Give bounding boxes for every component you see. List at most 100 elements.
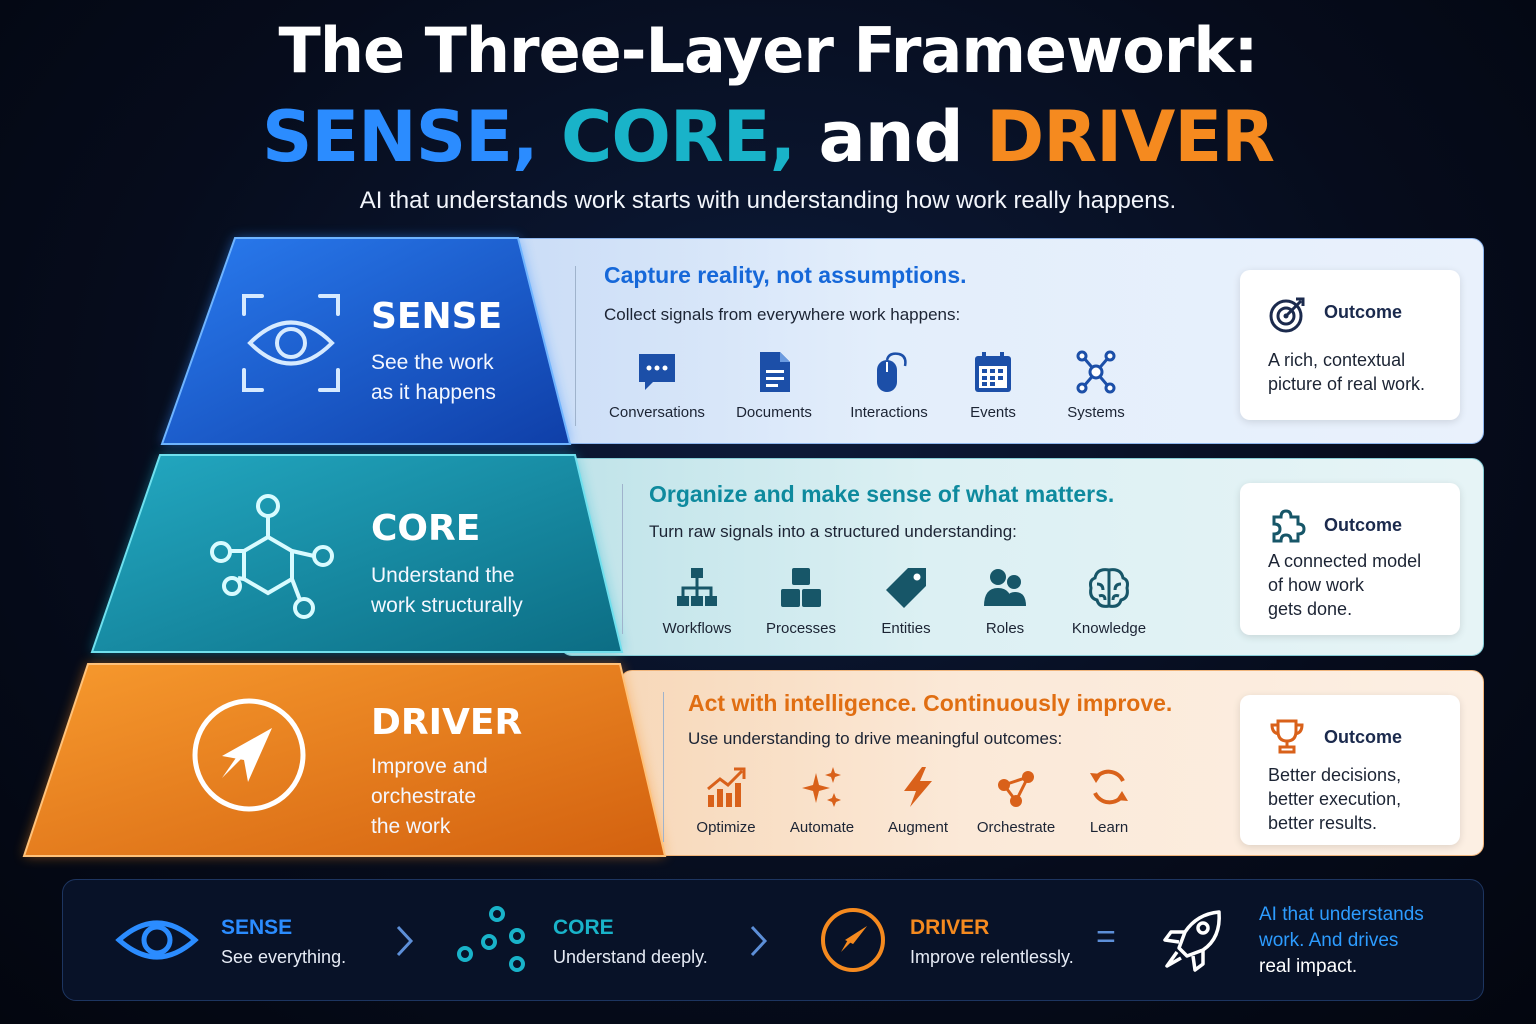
refresh-icon [1090, 769, 1128, 805]
sense-title: SENSE [371, 296, 503, 337]
sense-text: Collect signals from everywhere work hap… [604, 305, 961, 324]
eye-icon [242, 294, 340, 392]
item-label: Optimize [696, 819, 756, 836]
outcome-text: A rich, contextual picture of real work. [1268, 348, 1425, 396]
lightning-icon [904, 767, 932, 807]
outcome-line: A connected model [1268, 551, 1422, 571]
item-label: Interactions [850, 404, 928, 421]
sense-block [160, 237, 572, 445]
sense-desc: See the work as it happens [371, 348, 496, 408]
network-icon [1076, 350, 1116, 394]
sense-heading: Capture reality, not assumptions. [604, 262, 967, 288]
molecule-icon [457, 906, 525, 972]
compass-icon [192, 698, 306, 812]
outcome-line: picture of real work. [1268, 374, 1426, 394]
outcome-line: better results. [1268, 813, 1378, 833]
subtitle: AI that understands work starts with und… [359, 187, 1177, 214]
item-label: Conversations [609, 404, 705, 421]
summary-sense-name: SENSE [221, 916, 293, 939]
sense-outcome-card: Outcome A rich, contextual picture of re… [1240, 270, 1460, 420]
summary-driver-desc: Improve relentlessly. [910, 947, 1074, 967]
outcome-line: A rich, contextual [1268, 350, 1406, 370]
outcome-line: of how work [1268, 575, 1365, 595]
summary-sense-desc: See everything. [221, 947, 347, 967]
compass-icon [821, 908, 885, 972]
item-label: Events [970, 404, 1016, 421]
driver-text: Use understanding to drive meaningful ou… [688, 729, 1063, 748]
target-icon [1269, 297, 1305, 333]
mouse-icon [877, 352, 907, 392]
title-core: CORE [560, 96, 771, 178]
document-icon [760, 352, 790, 392]
core-item-roles: Roles [950, 566, 1060, 637]
title-line-1: The Three-Layer Framework: [278, 14, 1259, 87]
chevron-right-icon [750, 925, 768, 957]
driver-item-automate: Automate [767, 765, 877, 836]
driver-item-learn: Learn [1054, 765, 1164, 836]
people-icon [984, 569, 1026, 606]
outcome-text: Better decisions, better execution, bett… [1268, 763, 1401, 835]
cubes-icon [781, 568, 821, 607]
equals-sign: = [1096, 918, 1116, 956]
outcome-title: Outcome [1324, 515, 1403, 535]
sense-item-documents: Documents [719, 350, 829, 421]
item-label: Entities [881, 620, 931, 637]
item-label: Roles [985, 620, 1025, 637]
workflow-icon [677, 568, 717, 606]
sense-desc-line: See the work [371, 351, 494, 374]
sense-item-conversations: Conversations [602, 350, 712, 421]
driver-outcome-card: Outcome Better decisions, better executi… [1240, 695, 1460, 845]
core-item-knowledge: Knowledge [1054, 566, 1164, 637]
core-item-workflows: Workflows [642, 566, 752, 637]
puzzle-icon [1272, 509, 1306, 543]
item-label: Workflows [662, 620, 732, 637]
driver-desc: Improve and orchestrate the work [371, 752, 488, 842]
chevron-right-icon [396, 925, 414, 957]
core-block [90, 454, 624, 653]
driver-desc-line: the work [371, 815, 451, 838]
outcome-line: Better decisions, [1268, 765, 1402, 785]
outcome-line: gets done. [1268, 599, 1353, 619]
final-line: work. And drives [1259, 930, 1399, 951]
item-label: Processes [765, 620, 837, 637]
title-driver: DRIVER [986, 96, 1275, 178]
core-item-entities: Entities [851, 566, 961, 637]
calendar-icon [975, 352, 1011, 392]
final-line: real impact. [1259, 956, 1358, 977]
core-desc: Understand the work structurally [371, 561, 523, 621]
driver-title: DRIVER [371, 702, 523, 743]
outcome-line: better execution, [1268, 789, 1402, 809]
core-heading: Organize and make sense of what matters. [649, 481, 1115, 507]
growth-chart-icon [707, 767, 746, 807]
outcome-text: A connected model of how work gets done. [1268, 549, 1421, 621]
title-and: and [818, 96, 964, 178]
eye-icon [115, 920, 199, 960]
chat-icon [639, 354, 675, 390]
nodes-icon [998, 771, 1034, 807]
title-comma-2: , [769, 96, 797, 178]
summary-final-text: AI that understands work. And drives rea… [1259, 902, 1424, 980]
sense-divider [575, 266, 576, 426]
title-comma-1: , [512, 96, 539, 178]
core-desc-line: work structurally [371, 594, 523, 617]
driver-item-orchestrate: Orchestrate [961, 765, 1071, 836]
final-line: AI that understands [1259, 904, 1424, 925]
driver-block [22, 663, 667, 857]
summary-bar: SENSE See everything. CORE Understand de… [62, 879, 1484, 1001]
core-desc-line: Understand the [371, 564, 515, 587]
sparkle-icon [802, 767, 841, 807]
item-label: Documents [736, 404, 812, 421]
sense-desc-line: as it happens [371, 381, 496, 404]
item-label: Orchestrate [976, 819, 1056, 836]
summary-core-desc: Understand deeply. [553, 947, 708, 967]
driver-desc-line: orchestrate [371, 785, 477, 808]
summary-core-name: CORE [553, 916, 614, 939]
rocket-icon [1163, 910, 1221, 972]
driver-divider [663, 692, 664, 842]
trophy-icon [1270, 719, 1304, 754]
driver-item-optimize: Optimize [671, 765, 781, 836]
item-label: Learn [1089, 819, 1129, 836]
hexagon-network-icon [210, 494, 334, 619]
summary-driver-name: DRIVER [910, 916, 990, 939]
